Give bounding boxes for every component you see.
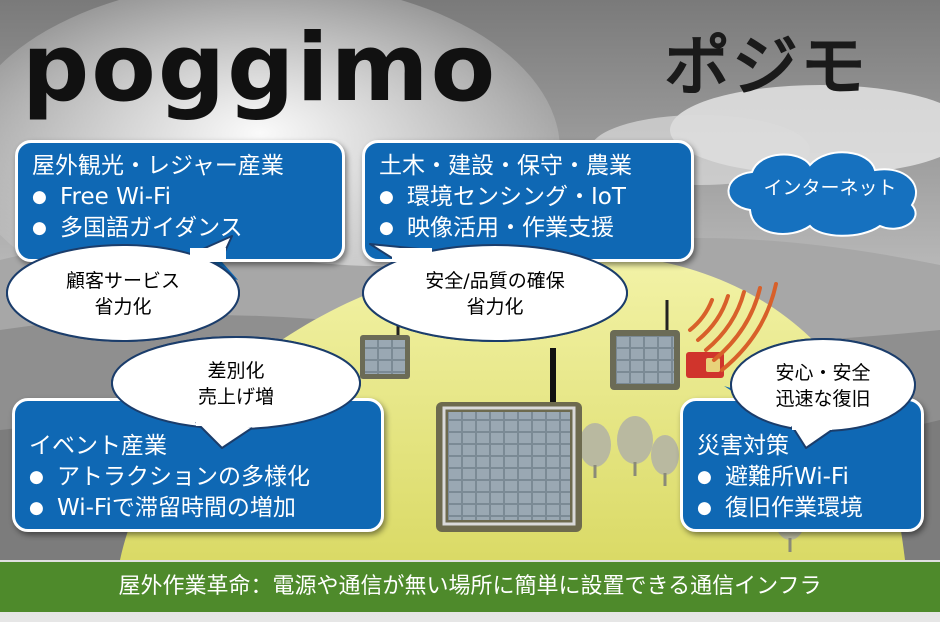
bubble-differentiation: 差別化 売上げ増 bbox=[197, 360, 274, 408]
list-item: 復旧作業環境 bbox=[697, 493, 907, 524]
list-item: 環境センシング・IoT bbox=[379, 182, 677, 213]
bubble-customer-service: 顧客サービス 省力化 bbox=[65, 270, 180, 318]
bubble-safety-quality: 安全/品質の確保 省力化 bbox=[425, 270, 565, 318]
list-item: Wi-Fiで滞留時間の増加 bbox=[29, 493, 367, 524]
solar-device-large bbox=[436, 348, 582, 532]
internet-cloud-icon bbox=[727, 151, 918, 237]
box-civil-engineering: 土木・建設・保守・農業 環境センシング・IoT 映像活用・作業支援 bbox=[362, 140, 694, 262]
list-item: アトラクションの多様化 bbox=[29, 462, 367, 493]
list-item: 映像活用・作業支援 bbox=[379, 213, 677, 244]
poggimo-logo-katakana: ポジモ bbox=[664, 28, 868, 105]
box-title: 土木・建設・保守・農業 bbox=[379, 153, 632, 179]
bottom-banner: 屋外作業革命：電源や通信が無い場所に簡単に設置できる通信インフラ bbox=[0, 562, 940, 612]
box-outdoor-tourism: 屋外観光・レジャー産業 Free Wi-Fi 多国語ガイダンス bbox=[15, 140, 345, 262]
solar-device-small-right bbox=[610, 300, 680, 390]
box-title: イベント産業 bbox=[29, 433, 167, 459]
list-item: 多国語ガイダンス bbox=[32, 213, 328, 244]
box-title: 災害対策 bbox=[697, 433, 789, 459]
signal-waves bbox=[688, 282, 778, 372]
list-item: Free Wi-Fi bbox=[32, 182, 328, 213]
box-disaster-response: 災害対策 避難所Wi-Fi 復旧作業環境 bbox=[680, 398, 924, 532]
internet-label: インターネット bbox=[763, 177, 897, 199]
box-title: 屋外観光・レジャー産業 bbox=[32, 153, 284, 179]
list-item: 避難所Wi-Fi bbox=[697, 462, 907, 493]
bubble-security: 安心・安全 迅速な復旧 bbox=[775, 362, 871, 410]
poggimo-logo: poggimo bbox=[22, 14, 498, 123]
solar-device-small-left bbox=[360, 318, 410, 379]
